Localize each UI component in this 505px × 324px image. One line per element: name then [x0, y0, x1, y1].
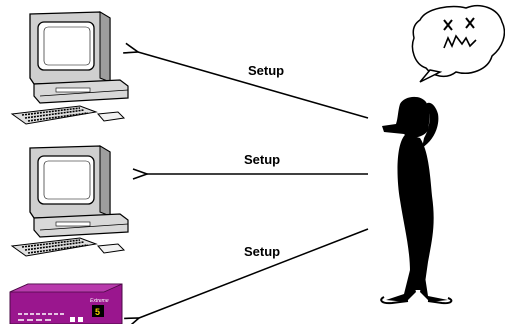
- device-brand-label: Extreme: [90, 298, 109, 304]
- computer-2: [10, 145, 129, 257]
- confused-face-icon: [443, 17, 477, 49]
- keyboard-icon: [10, 105, 98, 125]
- network-switch-icon: 5 Extreme: [9, 283, 123, 324]
- setup-arrow-1: Setup: [138, 52, 369, 119]
- mouse-icon: [96, 111, 126, 122]
- mouse-icon: [96, 243, 126, 254]
- thought-bubble: [411, 4, 505, 83]
- monitor-icon: [29, 11, 111, 85]
- device-badge-number: 5: [95, 307, 100, 317]
- monitor-icon: [29, 145, 111, 219]
- cpu-case-icon: [33, 213, 129, 238]
- computer-1: [10, 11, 129, 125]
- setup-arrow-2: Setup: [147, 152, 368, 174]
- setup-label-2: Setup: [244, 152, 280, 167]
- cpu-case-icon: [33, 79, 129, 104]
- setup-label-3: Setup: [244, 244, 280, 259]
- confused-person-icon: [380, 96, 453, 305]
- keyboard-icon: [10, 237, 98, 257]
- setup-label-1: Setup: [248, 63, 284, 78]
- setup-arrow-3: Setup: [139, 228, 369, 318]
